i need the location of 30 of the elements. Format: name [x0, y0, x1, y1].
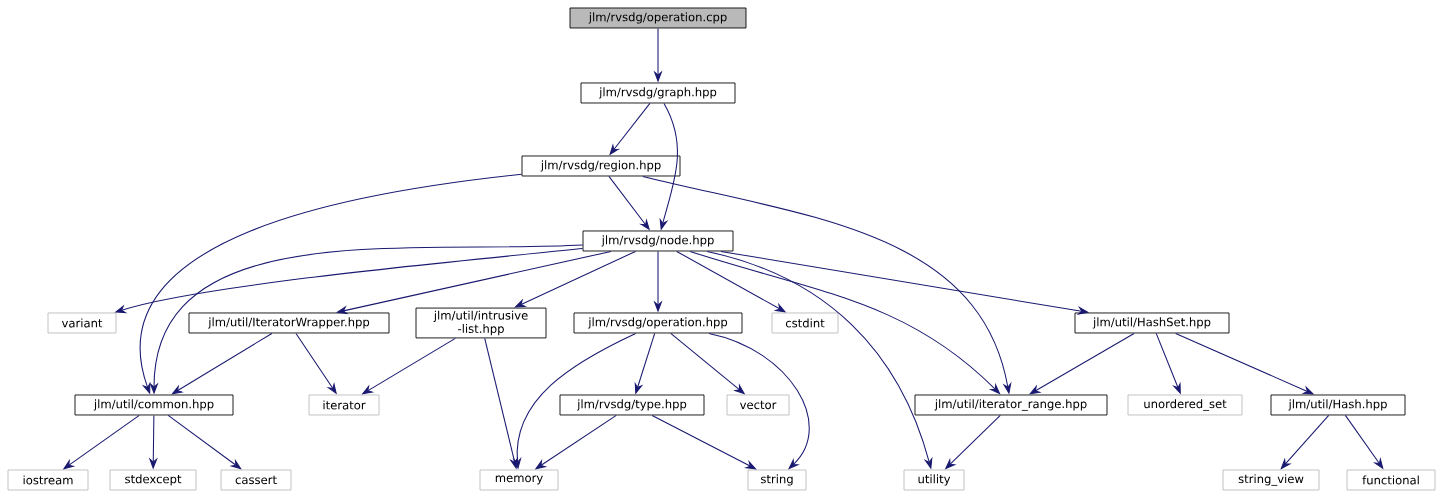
header-box: jlm/util/iterator_range.hpp — [914, 394, 1108, 416]
header-box: jlm/rvsdg/node.hpp — [582, 230, 734, 252]
system-header-box: string_view — [1222, 469, 1320, 491]
system-header-box: iterator — [308, 394, 380, 416]
header-box: jlm/util/common.hpp — [74, 394, 234, 416]
system-header-box: unordered_set — [1127, 394, 1243, 416]
arrow — [651, 414, 757, 470]
system-header-box: vector — [726, 394, 790, 416]
system-header-box: utility — [903, 469, 965, 491]
header-box: jlm/rvsdg/region.hpp — [521, 155, 681, 177]
header-box: jlm/rvsdg/type.hpp — [559, 394, 705, 416]
system-header-box: cassert — [220, 469, 292, 491]
header-box: jlm/util/Hash.hpp — [1270, 394, 1406, 416]
system-header-box: functional — [1346, 469, 1436, 491]
system-header-box: string — [747, 469, 807, 491]
header-box: jlm/util/HashSet.hpp — [1074, 312, 1230, 334]
arrow — [171, 332, 273, 395]
system-header-box: iostream — [7, 469, 89, 491]
arrow — [167, 414, 242, 470]
arrow — [708, 332, 810, 470]
header-box: jlm/util/IteratorWrapper.hpp — [188, 312, 390, 334]
system-header-box: variant — [47, 312, 117, 334]
file-box: jlm/rvsdg/operation.cpp — [569, 7, 747, 29]
system-header-box: stdexcept — [109, 469, 197, 491]
header-box: jlm/util/intrusive -list.hpp — [415, 307, 547, 339]
system-header-box: cstdint — [771, 312, 839, 334]
header-box: jlm/rvsdg/operation.hpp — [573, 312, 743, 334]
header-box: jlm/rvsdg/graph.hpp — [580, 82, 736, 104]
system-header-box: memory — [479, 469, 559, 491]
arrow — [336, 250, 612, 315]
